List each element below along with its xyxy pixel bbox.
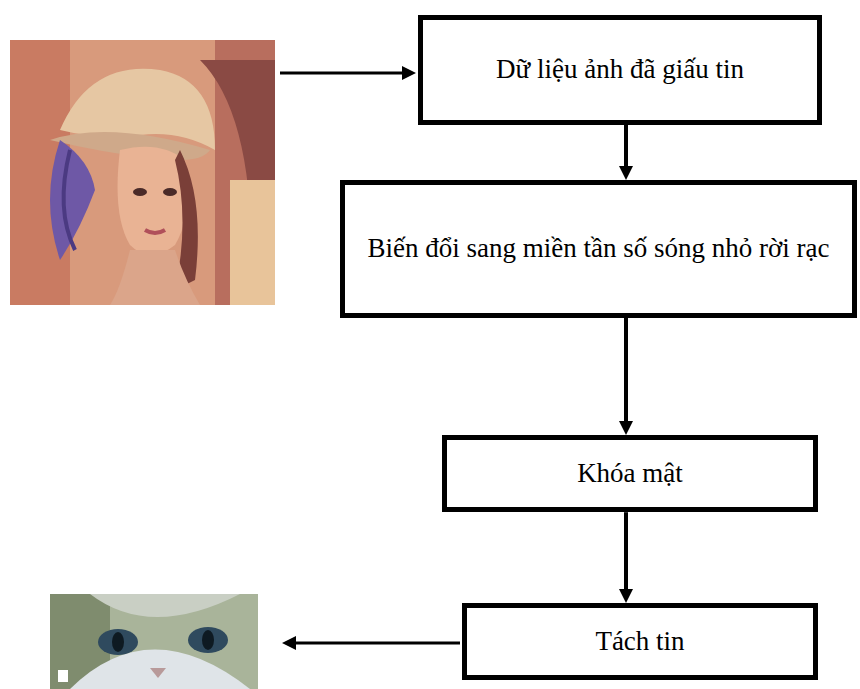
- input-arrow: [280, 66, 416, 80]
- flow-arrow: [619, 318, 633, 435]
- process-box: Tách tin: [462, 603, 818, 680]
- process-box: Khóa mật: [442, 435, 818, 512]
- process-box: Biến đổi sang miền tần số sóng nhỏ rời r…: [340, 180, 857, 318]
- stego-image: [10, 40, 275, 305]
- process-box: Dữ liệu ảnh đã giấu tin: [418, 15, 822, 125]
- flow-arrow: [619, 125, 633, 180]
- extracted-image: [50, 594, 258, 689]
- output-arrow: [282, 636, 460, 650]
- box-label: Tách tin: [595, 620, 684, 663]
- box-label: Khóa mật: [577, 452, 683, 495]
- box-label: Dữ liệu ảnh đã giấu tin: [496, 48, 744, 91]
- flow-arrow: [619, 512, 633, 603]
- box-label: Biến đổi sang miền tần số sóng nhỏ rời r…: [368, 227, 830, 270]
